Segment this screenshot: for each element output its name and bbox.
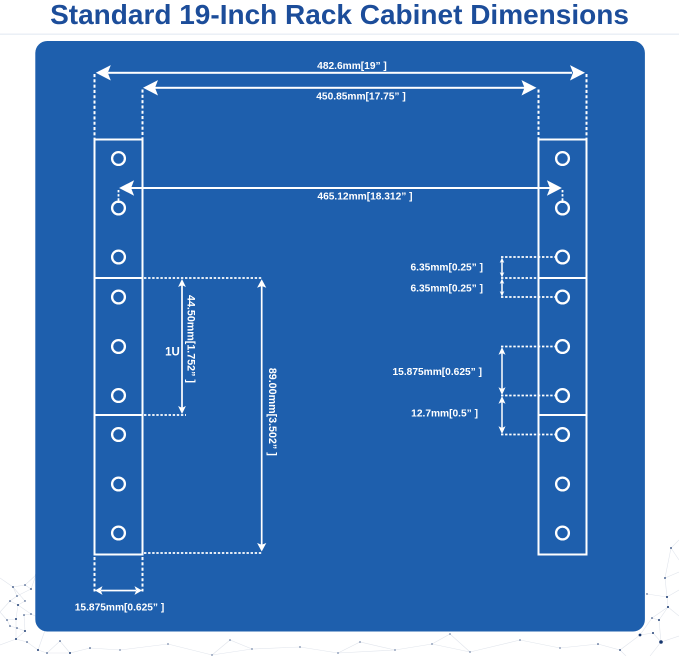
svg-text:15.875mm[0.625” ]: 15.875mm[0.625” ] <box>75 602 164 613</box>
svg-text:465.12mm[18.312” ]: 465.12mm[18.312” ] <box>317 192 412 203</box>
svg-text:12.7mm[0.5” ]: 12.7mm[0.5” ] <box>411 409 478 420</box>
svg-text:482.6mm[19” ]: 482.6mm[19” ] <box>317 61 387 72</box>
svg-text:44.50mm[1.752” ]: 44.50mm[1.752” ] <box>184 295 196 383</box>
svg-text:Standard 19-Inch Rack Cabinet: Standard 19-Inch Rack Cabinet Dimensions <box>50 0 629 30</box>
svg-text:6.35mm[0.25” ]: 6.35mm[0.25” ] <box>411 263 483 274</box>
svg-text:89.00mm[3.502” ]: 89.00mm[3.502” ] <box>266 368 278 456</box>
svg-text:450.85mm[17.75” ]: 450.85mm[17.75” ] <box>316 91 405 102</box>
svg-text:6.35mm[0.25” ]: 6.35mm[0.25” ] <box>411 284 483 295</box>
svg-text:15.875mm[0.625” ]: 15.875mm[0.625” ] <box>393 367 482 378</box>
svg-text:1U: 1U <box>165 346 180 358</box>
